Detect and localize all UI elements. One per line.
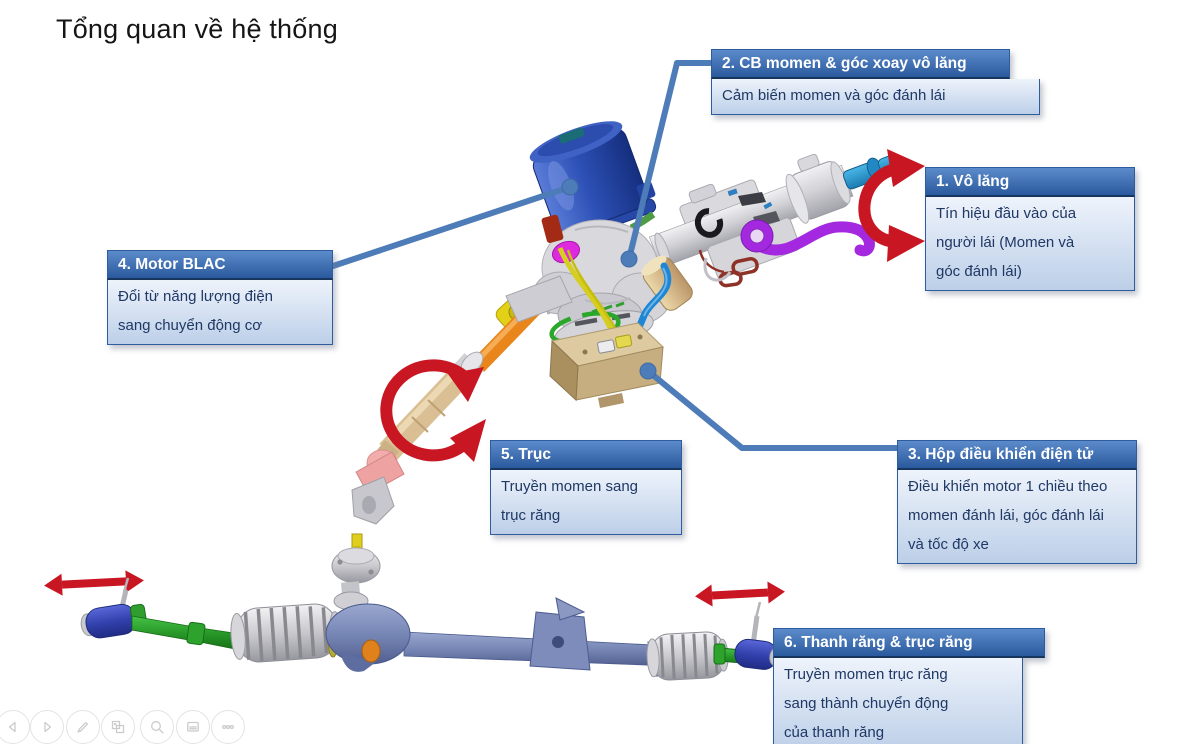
callout-motor: 4. Motor BLAC Đổi từ năng lượng điện san… [107, 250, 333, 345]
rack-and-pinion [44, 533, 785, 681]
pen-tool-button[interactable] [66, 710, 100, 744]
leader-line-sensor [626, 60, 715, 262]
callout-shaft-title: 5. Trục [490, 440, 682, 470]
left-bellows-boot [230, 603, 343, 663]
rack-housing [325, 597, 691, 677]
callout-motor-title: 4. Motor BLAC [107, 250, 333, 280]
callout-ecu-description: Điều khiển motor 1 chiều theo momen đánh… [897, 470, 1137, 564]
steering-wheel-rotation-arrow [858, 149, 925, 262]
next-arrow-icon [44, 721, 52, 733]
wiring-clips [698, 249, 759, 288]
left-motion-arrow [44, 570, 144, 596]
callout-steering-wheel-description: Tín hiệu đầu vào của người lái (Momen và… [925, 197, 1135, 291]
callout-ecu: 3. Hộp điều khiển điện tử Điều khiển mot… [897, 440, 1137, 564]
copy-slide-button[interactable] [101, 710, 135, 744]
display-icon [187, 721, 199, 732]
leader-line-motor [330, 184, 573, 269]
callout-shaft: 5. Trục Truyền momen sang trục răng [490, 440, 682, 535]
yellow-wire [557, 247, 615, 334]
callout-leader-lines [330, 60, 900, 451]
right-motion-arrow [695, 581, 785, 607]
steering-column [649, 153, 903, 288]
ecu-box [549, 322, 665, 408]
callout-rack-pinion-title: 6. Thanh răng & trục răng [773, 628, 1045, 658]
callout-shaft-description: Truyền momen sang trục răng [490, 470, 682, 535]
copy-slides-icon [111, 720, 125, 734]
steering-lock-lever [740, 219, 875, 257]
next-slide-button[interactable] [30, 710, 64, 744]
left-tie-rod [131, 615, 241, 651]
callout-rack-pinion: 6. Thanh răng & trục răng Truyền momen t… [773, 628, 1045, 744]
pinion-input-shaft [331, 533, 381, 611]
shaft-rotation-arrow [380, 359, 486, 462]
pen-icon [77, 721, 89, 733]
callout-ecu-title: 3. Hộp điều khiển điện tử [897, 440, 1137, 470]
callout-rack-pinion-description: Truyền momen trục răng sang thành chuyển… [773, 658, 1023, 744]
previous-arrow-icon [8, 721, 16, 733]
page-title: Tổng quan về hệ thống [56, 14, 338, 44]
more-options-button[interactable] [211, 710, 245, 744]
callout-motor-description: Đổi từ năng lượng điện sang chuyển động … [107, 280, 333, 345]
callout-torque-sensor-description: Cảm biến momen và góc đánh lái [711, 79, 1040, 115]
magnifier-icon [151, 721, 164, 734]
callout-steering-wheel: 1. Vô lăng Tín hiệu đầu vào của người lá… [925, 167, 1135, 291]
callout-torque-sensor-title: 2. CB momen & góc xoay vô lăng [711, 49, 1010, 79]
leader-line-ecu [645, 368, 900, 451]
display-mode-button[interactable] [176, 710, 210, 744]
callout-torque-sensor: 2. CB momen & góc xoay vô lăng Cảm biến … [711, 49, 1040, 115]
zoom-button[interactable] [140, 710, 174, 744]
callout-steering-wheel-title: 1. Vô lăng [925, 167, 1135, 197]
ellipsis-icon [222, 724, 234, 730]
